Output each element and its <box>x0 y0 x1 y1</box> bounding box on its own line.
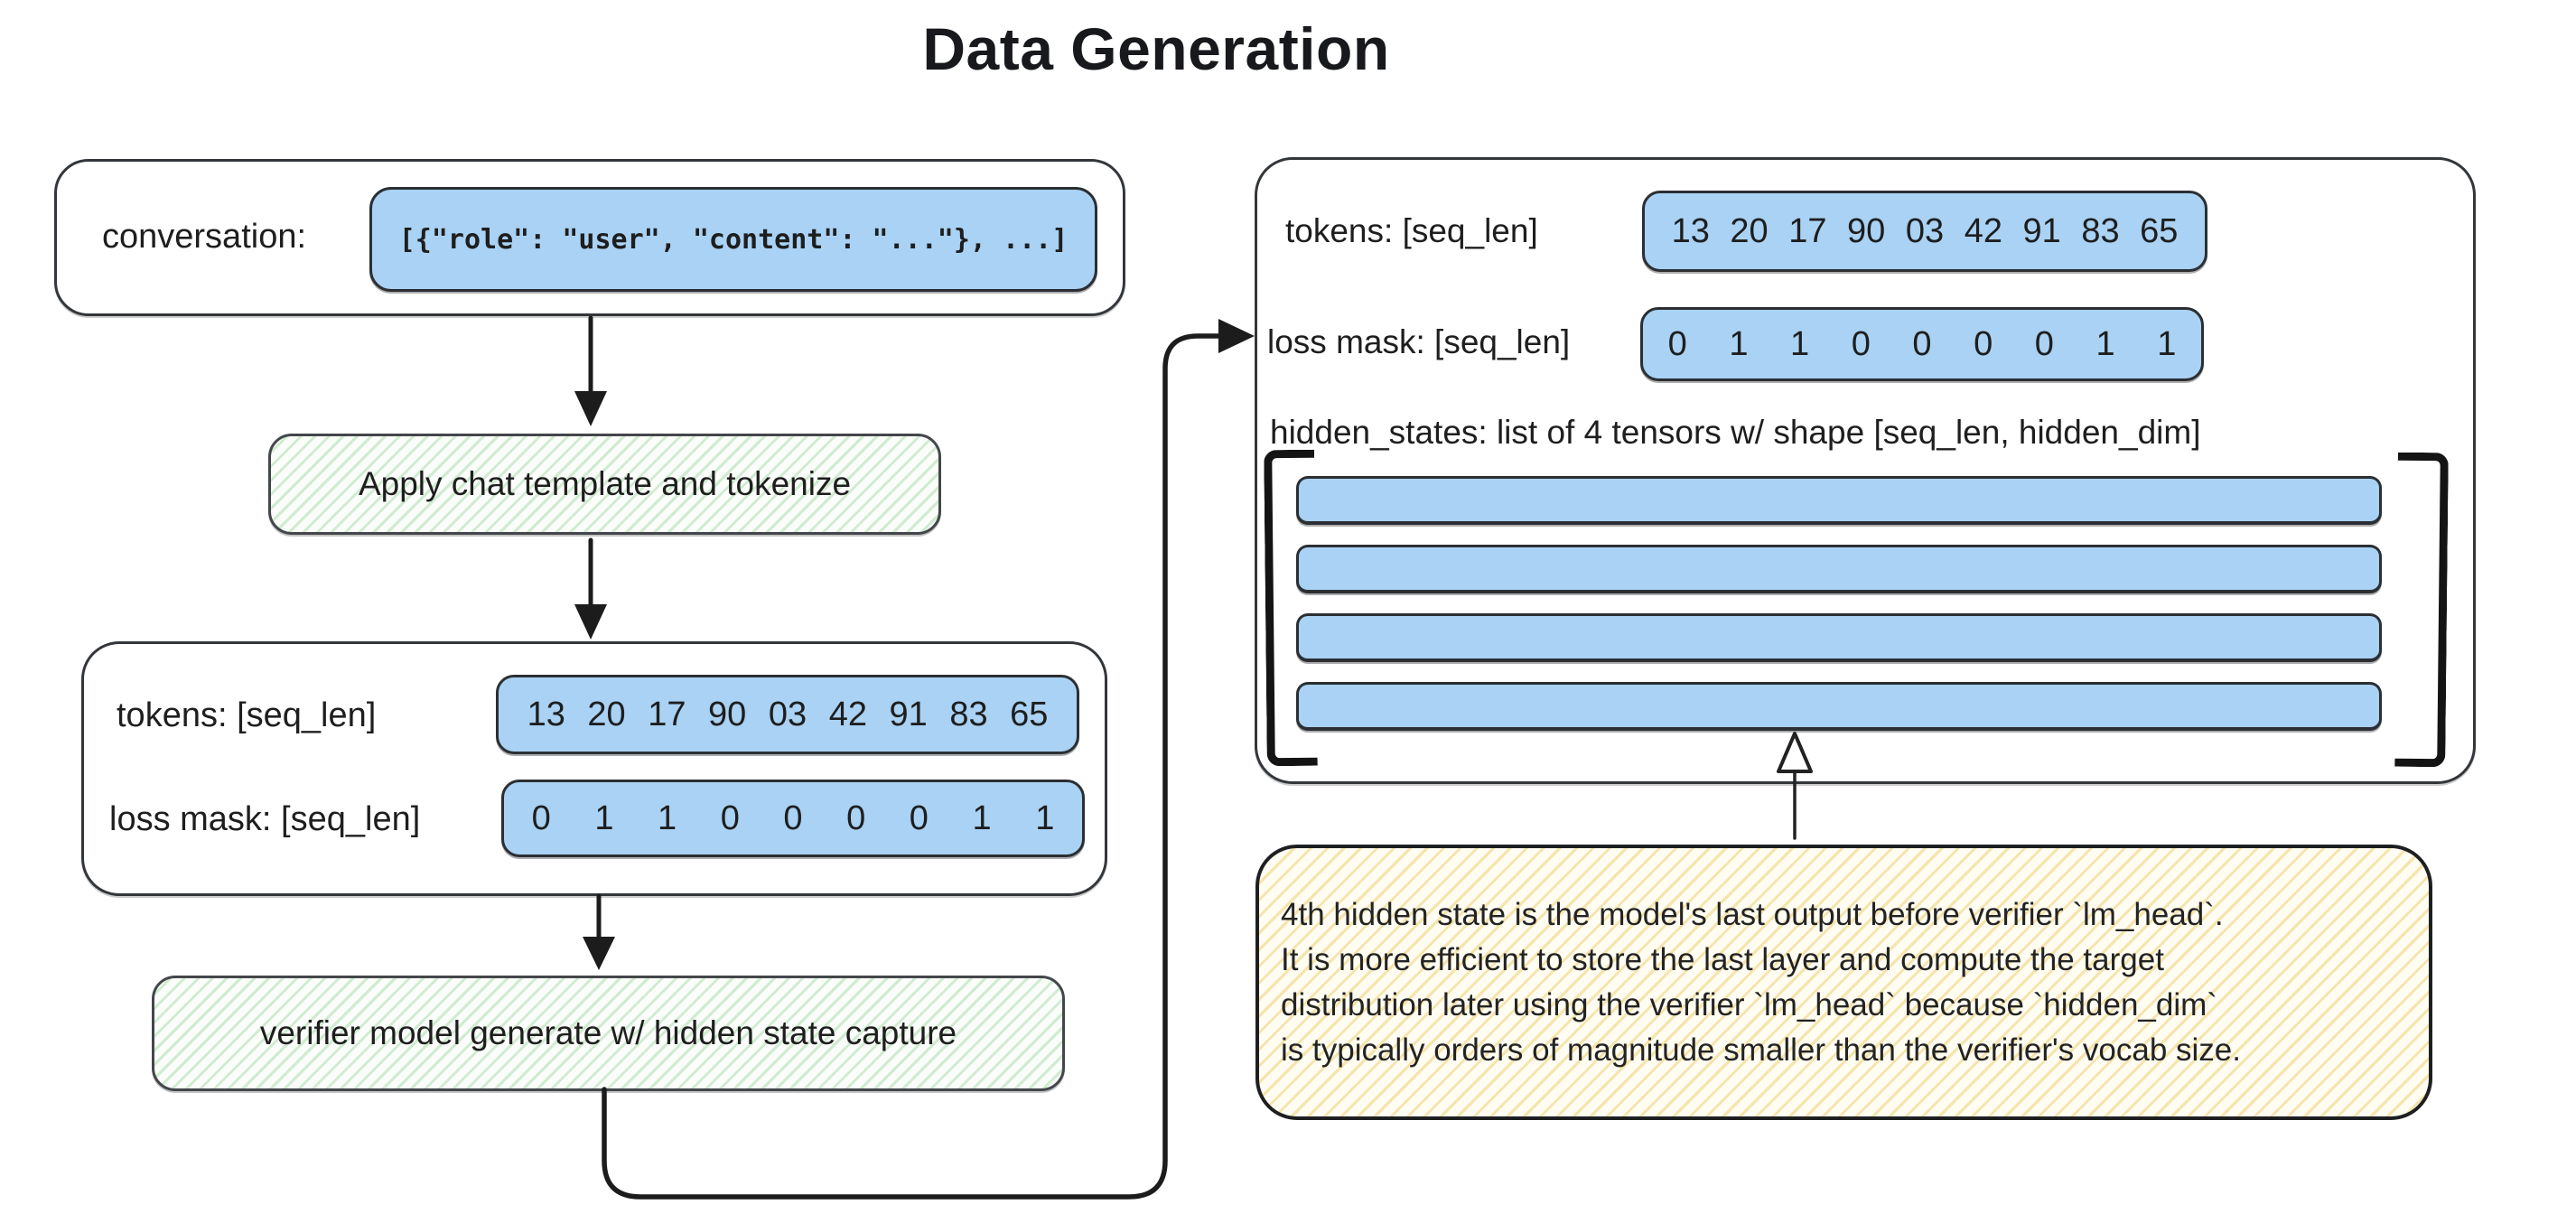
conversation-code-text: [{"role": "user", "content": "..."}, ...… <box>398 223 1069 256</box>
conversation-box: conversation: [{"role": "user", "content… <box>54 159 1125 316</box>
verifier-generate-label: verifier model generate w/ hidden state … <box>259 1014 957 1051</box>
right-loss-mask-label: loss mask: [seq_len] <box>1267 323 1571 360</box>
left-loss-mask-label: loss mask: [seq_len] <box>109 800 421 838</box>
right-tokens-label: tokens: [seq_len] <box>1285 212 1538 249</box>
left-tokens-pill: 13 20 17 90 03 42 91 83 65 <box>496 675 1079 754</box>
apply-chat-template-step: Apply chat template and tokenize <box>268 434 941 535</box>
left-tokens-box: tokens: [seq_len] 13 20 17 90 03 42 91 8… <box>81 641 1107 896</box>
apply-chat-template-label: Apply chat template and tokenize <box>358 465 852 502</box>
conversation-code-pill: [{"role": "user", "content": "..."}, ...… <box>369 187 1097 292</box>
arrow-down-icon-1 <box>574 315 607 426</box>
right-tokens-pill: 13 20 17 90 03 42 91 83 65 <box>1642 191 2207 272</box>
right-loss-mask-values: 0 1 1 0 0 0 0 1 1 <box>1667 324 2177 363</box>
left-tokens-values: 13 20 17 90 03 42 91 83 65 <box>527 695 1049 733</box>
hidden-states-list <box>1296 160 2382 781</box>
right-loss-mask-pill: 0 1 1 0 0 0 0 1 1 <box>1640 307 2204 381</box>
page-title: Data Generation <box>922 15 1390 82</box>
verifier-generate-step: verifier model generate w/ hidden state … <box>152 976 1065 1091</box>
note-box: 4th hidden state is the model's last out… <box>1255 845 2432 1120</box>
right-tokens-values: 13 20 17 90 03 42 91 83 65 <box>1671 211 2179 250</box>
hidden-state-bar-3 <box>1296 613 2382 662</box>
note-text: 4th hidden state is the model's last out… <box>1281 896 2241 1068</box>
right-bracket-icon <box>2394 452 2449 768</box>
arrow-down-icon-3 <box>583 893 615 970</box>
arrow-down-icon-2 <box>574 537 607 640</box>
hidden-states-label: hidden_states: list of 4 tensors w/ shap… <box>1270 414 2201 451</box>
conversation-label: conversation: <box>102 218 307 256</box>
left-loss-mask-values: 0 1 1 0 0 0 0 1 1 <box>531 798 1055 837</box>
right-output-box: tokens: [seq_len] 13 20 17 90 03 42 91 8… <box>1255 157 2476 784</box>
left-tokens-label: tokens: [seq_len] <box>117 696 377 734</box>
hidden-state-bar-2 <box>1296 545 2382 593</box>
left-loss-mask-pill: 0 1 1 0 0 0 0 1 1 <box>501 780 1085 857</box>
hidden-state-bar-4 <box>1296 682 2382 731</box>
hidden-state-bar-1 <box>1296 476 2382 525</box>
